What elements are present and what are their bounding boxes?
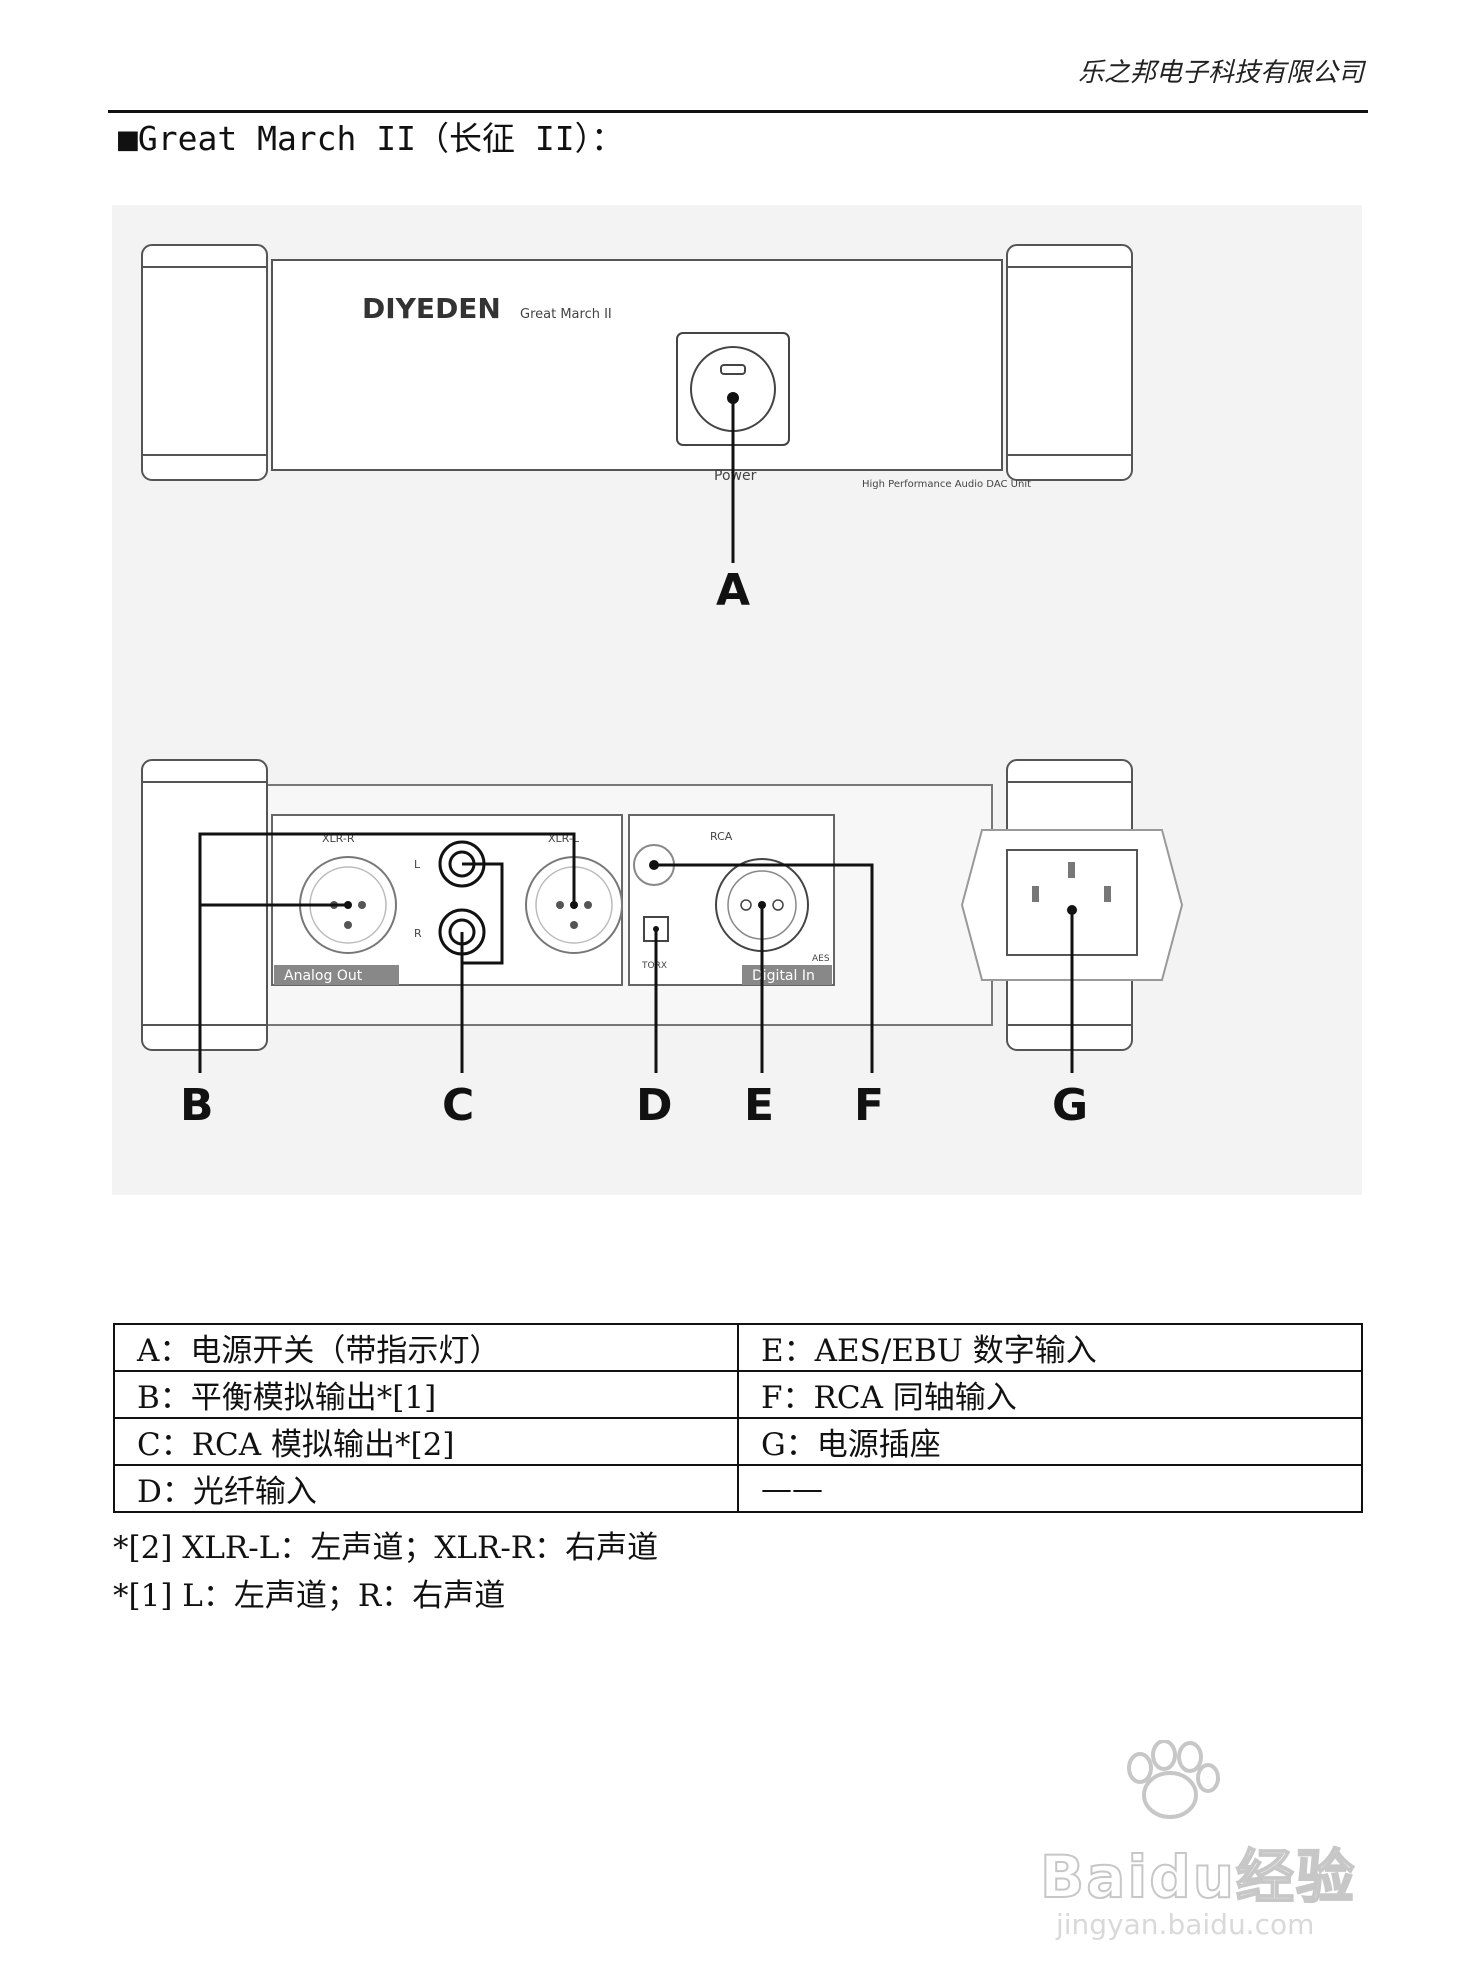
legend-cell: D：光纤输入: [113, 1464, 739, 1513]
tagline: High Performance Audio DAC Unit: [862, 479, 1031, 490]
table-row: B：平衡模拟输出*[1] F：RCA 同轴输入: [113, 1370, 1363, 1419]
front-panel: DIYEDEN Great March II Power High Perfor…: [141, 244, 1133, 616]
callout-g: G: [1052, 1080, 1088, 1131]
product-diagram: DIYEDEN Great March II Power High Perfor…: [112, 205, 1362, 1195]
brand-logo: DIYEDEN: [362, 292, 501, 325]
model-label: Great March II: [520, 307, 612, 322]
footnote: *[2] XLR-L：左声道；XLR-R：右声道: [113, 1530, 659, 1566]
right-foot-front: [1006, 244, 1133, 481]
table-row: C：RCA 模拟输出*[2] G：电源插座: [113, 1417, 1363, 1466]
rca-r-label: R: [414, 927, 422, 940]
section-title: ■Great March II（长征 II）：: [118, 119, 625, 158]
table-row: A：电源开关（带指示灯） E：AES/EBU 数字输入: [113, 1323, 1363, 1372]
callout-a: A: [716, 565, 750, 616]
legend-cell: ——: [737, 1464, 1363, 1513]
rear-panel: Analog Out XLR-R L R XLR-L Digital In RC…: [141, 759, 1184, 1131]
legend-cell: C：RCA 模拟输出*[2]: [113, 1417, 739, 1466]
callout-e: E: [744, 1080, 774, 1131]
header-rule: [108, 110, 1368, 113]
footnote: *[1] L：左声道；R：右声道: [113, 1578, 506, 1614]
paw-logo-icon: [1127, 1739, 1220, 1819]
power-indicator: [720, 364, 746, 375]
legend-table: A：电源开关（带指示灯） E：AES/EBU 数字输入 B：平衡模拟输出*[1]…: [113, 1323, 1363, 1513]
legend-cell: G：电源插座: [737, 1417, 1363, 1466]
legend-cell: E：AES/EBU 数字输入: [737, 1323, 1363, 1372]
watermark: Baidu经验 jingyan.baidu.com: [1039, 1739, 1355, 1941]
legend-cell: F：RCA 同轴输入: [737, 1370, 1363, 1419]
callout-c: C: [442, 1080, 474, 1131]
company-name: 乐之邦电子科技有限公司: [1077, 58, 1364, 88]
watermark-brand: Baidu经验: [1039, 1842, 1357, 1912]
callout-f: F: [854, 1080, 884, 1131]
callout-d: D: [636, 1080, 673, 1131]
aes-label: AES: [812, 954, 830, 964]
watermark-url: jingyan.baidu.com: [1056, 1908, 1315, 1941]
legend-cell: A：电源开关（带指示灯）: [113, 1323, 739, 1372]
rca-digital-label: RCA: [710, 830, 733, 843]
callout-b: B: [180, 1080, 214, 1131]
left-foot-front: [141, 244, 268, 481]
table-row: D：光纤输入 ——: [113, 1464, 1363, 1513]
digital-in-label: Digital In: [752, 968, 815, 984]
analog-out-label: Analog Out: [284, 968, 363, 984]
power-label: Power: [714, 468, 757, 484]
legend-cell: B：平衡模拟输出*[1]: [113, 1370, 739, 1419]
toslink-label: TORX: [641, 961, 667, 971]
rca-l-label: L: [414, 858, 421, 871]
